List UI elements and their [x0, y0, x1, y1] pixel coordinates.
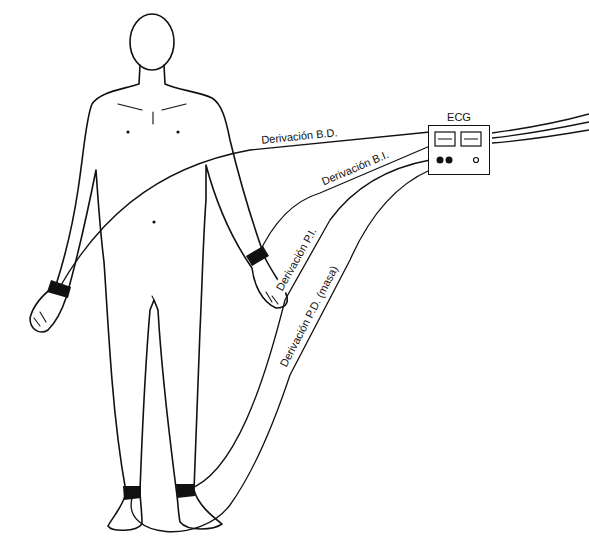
device-panel — [429, 126, 489, 174]
lead-label: Derivación B.I. — [318, 147, 393, 189]
ecg-recorder: ECG — [428, 107, 490, 175]
lead-label: Derivación P.I. — [272, 224, 320, 295]
device-housing — [428, 125, 490, 175]
body-dots — [126, 130, 179, 223]
lead-label: Derivación B.D. — [259, 126, 340, 147]
device-label: ECG — [445, 111, 473, 124]
electrode-bands — [47, 246, 269, 500]
body-outline — [30, 65, 287, 530]
lead-cables — [58, 114, 589, 532]
body-details — [34, 104, 278, 326]
head — [130, 14, 174, 70]
